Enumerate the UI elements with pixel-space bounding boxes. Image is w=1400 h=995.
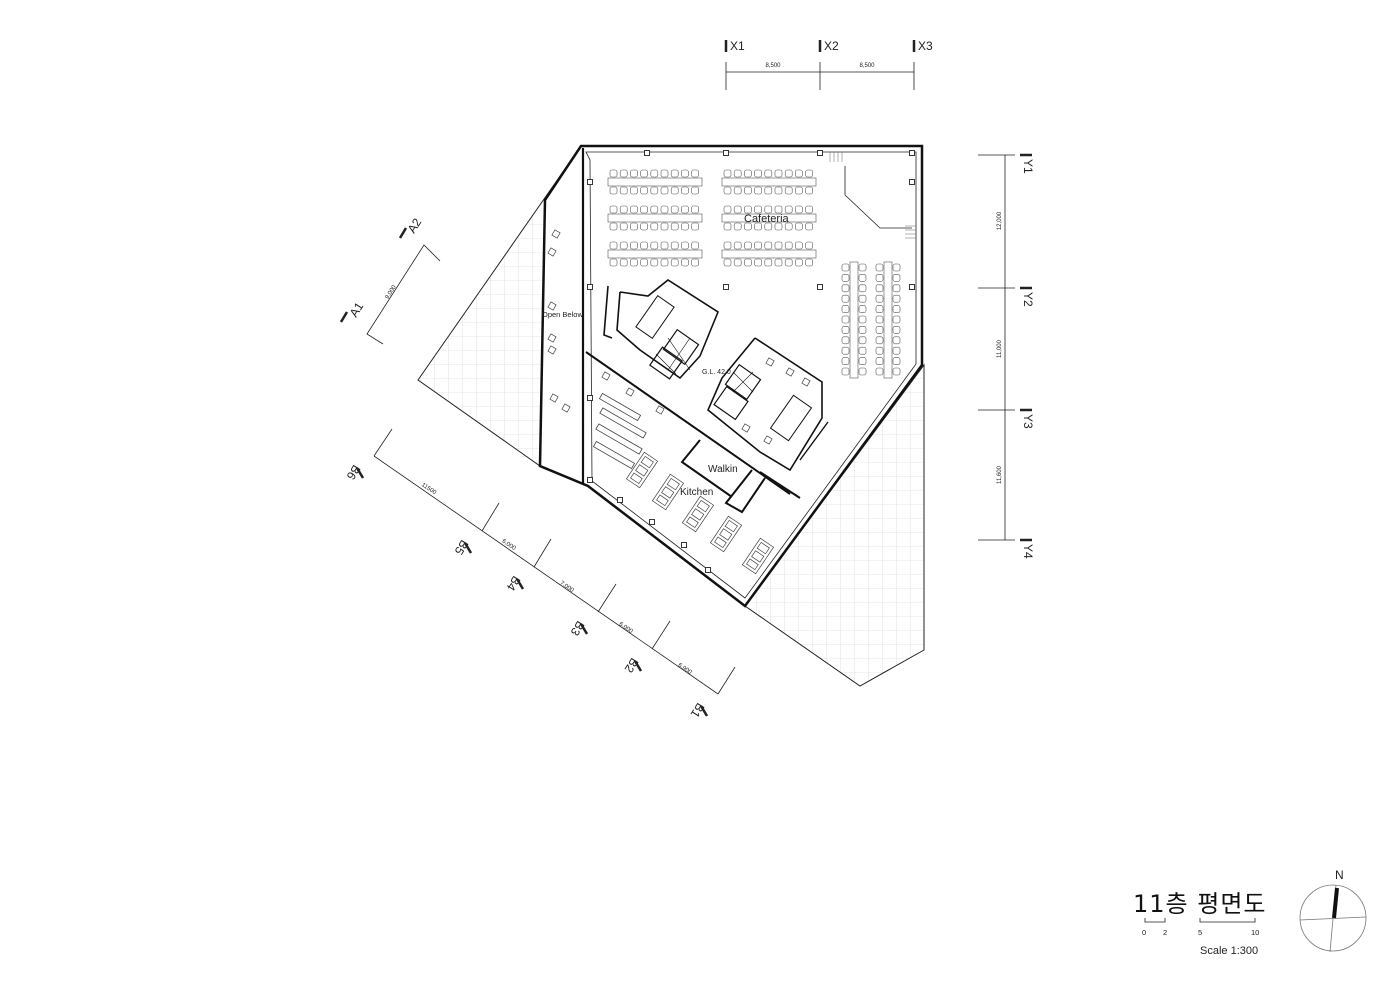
grid-label-y3: Y3 bbox=[1021, 414, 1035, 429]
grid-label-x2: X2 bbox=[824, 39, 839, 53]
north-arrow bbox=[1299, 884, 1367, 953]
kitchen-counters bbox=[592, 392, 647, 470]
scale-tick-2: 2 bbox=[1163, 928, 1168, 937]
grid-label-y2: Y2 bbox=[1021, 292, 1035, 307]
kitchen-walls bbox=[585, 351, 829, 514]
drawing-title: 11층 평면도 bbox=[1133, 890, 1267, 918]
dim-a1-a2: 9,000 bbox=[385, 284, 398, 300]
grid-label-y4: Y4 bbox=[1021, 544, 1035, 559]
scale-label: Scale 1:300 bbox=[1200, 945, 1259, 957]
grid-label-x3: X3 bbox=[918, 39, 933, 53]
grid-label-b4: B4 bbox=[504, 573, 524, 593]
northeast-stair bbox=[829, 152, 916, 239]
grid-label-b6: B6 bbox=[344, 462, 364, 482]
grid-label-y1: Y1 bbox=[1021, 159, 1035, 174]
small-fixtures bbox=[547, 229, 811, 445]
scale-tick-5: 5 bbox=[1198, 928, 1203, 937]
dim-y2-y3: 11,000 bbox=[997, 339, 1003, 358]
core-east bbox=[707, 337, 823, 472]
cafeteria-tables bbox=[607, 169, 817, 267]
north-label: N bbox=[1335, 868, 1344, 882]
dim-b3-b2: 6,000 bbox=[618, 621, 634, 635]
grid-label-a2: A2 bbox=[405, 215, 425, 235]
floor-inner-line bbox=[585, 151, 917, 599]
dim-y3-y4: 11,600 bbox=[997, 465, 1003, 484]
dim-x1-x2: 8,500 bbox=[765, 63, 781, 69]
room-label-kitchen: Kitchen bbox=[680, 487, 713, 498]
grid-label-b3: B3 bbox=[568, 618, 588, 638]
a-grid-dimensions bbox=[339, 227, 441, 345]
scale-tick-0: 0 bbox=[1142, 928, 1147, 937]
grid-label-b1: B1 bbox=[688, 700, 708, 720]
room-label-walkin: Walkin bbox=[708, 464, 738, 475]
dim-x2-x3: 8,500 bbox=[859, 63, 875, 69]
grid-label-x1: X1 bbox=[730, 39, 745, 53]
kitchen-equipment bbox=[625, 451, 775, 575]
y-grid-dimensions bbox=[978, 153, 1032, 542]
grid-label-b5: B5 bbox=[452, 537, 472, 557]
x-grid-dimensions bbox=[724, 40, 916, 90]
grid-label-a1: A1 bbox=[347, 299, 367, 319]
core-west bbox=[603, 279, 719, 380]
cafeteria-tables-east bbox=[841, 261, 901, 379]
room-label-cafeteria: Cafeteria bbox=[744, 213, 790, 225]
dim-y1-y2: 12,000 bbox=[997, 211, 1003, 230]
b-grid-dimensions bbox=[355, 428, 736, 717]
scale-tick-10: 10 bbox=[1251, 928, 1260, 937]
dim-b4-b3: 7,000 bbox=[559, 580, 575, 594]
room-label-open-below: Open Below bbox=[542, 310, 583, 319]
grid-label-b2: B2 bbox=[622, 655, 642, 675]
level-label: G.L. 42.0 bbox=[702, 369, 731, 376]
scale-bar bbox=[1144, 918, 1256, 923]
dim-b2-b1: 6,900 bbox=[677, 662, 693, 676]
